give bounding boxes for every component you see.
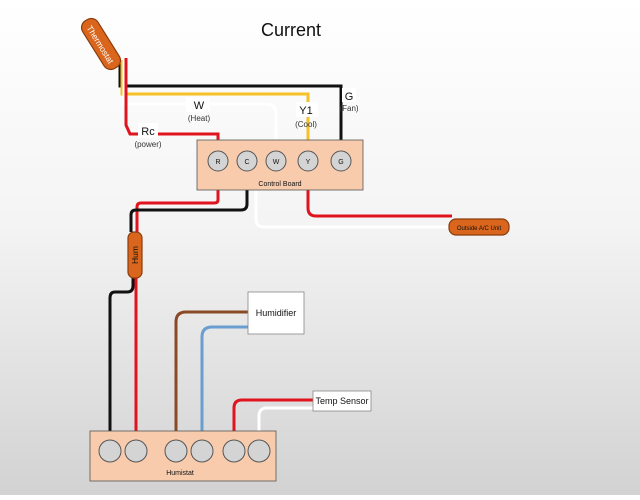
wire-label-y1-desc: (Cool) <box>295 120 317 129</box>
hum-device-label: Hum <box>130 246 140 264</box>
wire-label-w-code: W <box>194 100 205 112</box>
wire-sensor-red <box>232 398 314 450</box>
board-terminal-r-label: R <box>215 159 220 166</box>
humistat-terminal-6 <box>247 439 271 463</box>
board-terminal-y-label: Y <box>306 159 311 166</box>
wire-r-red-to-hum <box>135 160 220 232</box>
board-terminal-c: C <box>236 150 258 172</box>
page-title: Current <box>261 20 321 40</box>
wire-label-rc-desc: (power) <box>134 140 161 149</box>
humistat-terminal-2 <box>124 439 148 463</box>
wire-label-y1-bg <box>296 102 318 117</box>
outside-ac-unit-label: Outside A/C Unit <box>457 226 502 232</box>
humistat-terminal-3 <box>164 439 188 463</box>
temp-sensor-label: Temp Sensor <box>315 396 368 406</box>
wire-g-black <box>118 62 343 158</box>
wire-label-g-code: G <box>345 91 354 103</box>
wire-humidifier-blue <box>200 325 248 450</box>
humidifier-box: Humidifier <box>247 291 305 335</box>
wire-hum-black-to-humistat <box>108 272 135 450</box>
humistat-terminal-5 <box>222 439 246 463</box>
board-terminal-c-label: C <box>244 159 249 166</box>
wire-label-rc-code: Rc <box>141 126 155 138</box>
control-board-label: Control Board <box>258 181 301 188</box>
wire-w-white <box>122 60 278 158</box>
thermostat-device: Thermostat <box>80 17 122 71</box>
wire-y-red-to-outside <box>306 160 452 218</box>
wire-label-g-desc: (Fan) <box>339 104 358 113</box>
board-terminal-w: W <box>265 150 287 172</box>
temp-sensor-box: Temp Sensor <box>312 390 372 412</box>
control-board: R C W Y G Control Board <box>196 139 364 191</box>
wire-label-g-bg <box>342 88 356 102</box>
wire-label-y1-code: Y1 <box>299 105 312 117</box>
board-terminal-w-label: W <box>273 159 280 166</box>
humistat: Humistat <box>89 430 277 482</box>
wire-label-w-desc: (Heat) <box>188 114 211 123</box>
humidifier-label: Humidifier <box>256 308 297 318</box>
wire-label-rc-bg <box>138 123 158 138</box>
board-terminal-r: R <box>207 150 229 172</box>
board-terminal-g-label: G <box>338 159 343 166</box>
board-terminal-y: Y <box>297 150 319 172</box>
outside-ac-unit: Outside A/C Unit <box>448 218 510 236</box>
board-terminal-g: G <box>330 150 352 172</box>
hum-device: Hum <box>127 231 143 279</box>
humistat-terminal-4 <box>190 439 214 463</box>
humistat-terminal-1 <box>98 439 122 463</box>
wire-c-black-to-hum <box>129 160 249 232</box>
wire-humidifier-brown <box>174 310 248 450</box>
wire-label-w-bg <box>186 97 210 112</box>
humistat-label: Humistat <box>166 470 194 477</box>
wire-sensor-white <box>257 406 314 450</box>
wire-y1-yellow <box>120 60 310 158</box>
